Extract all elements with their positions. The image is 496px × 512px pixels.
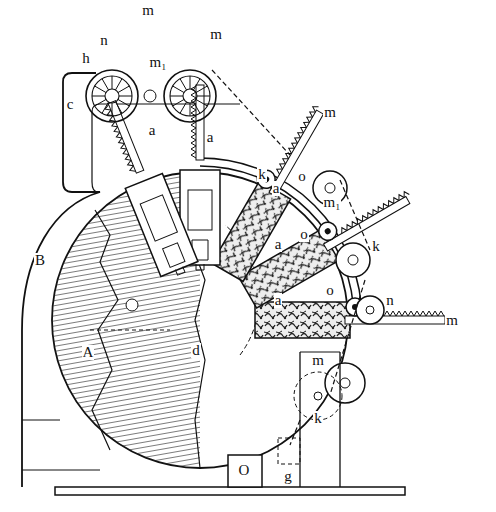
callout-letter: a	[148, 123, 157, 138]
callout-letter: k	[257, 167, 267, 182]
callout-letter: o	[297, 169, 307, 184]
callout-letter: m	[141, 3, 155, 18]
callout-letter: m	[209, 27, 223, 42]
callout-letter: a	[274, 237, 283, 252]
callout-letter: O	[238, 463, 251, 478]
callout-letter: d	[191, 343, 201, 358]
callout-letter: k	[371, 239, 381, 254]
callout-letter: c	[66, 97, 75, 112]
callout-letter: B	[34, 253, 46, 268]
callout-letter: h	[81, 51, 91, 66]
callout-letter: g	[283, 469, 293, 484]
callout-letter: k	[313, 411, 323, 426]
callout-letter: m	[323, 105, 337, 120]
callout-letter: a	[274, 293, 283, 308]
callout-letter: m₁	[149, 55, 168, 70]
callout-letter: o	[325, 283, 335, 298]
callout-letter: n	[385, 293, 395, 308]
callout-letter: m	[311, 353, 325, 368]
callout-letter: a	[206, 130, 215, 145]
callout-letter: n	[99, 33, 109, 48]
callout-letter: a	[272, 181, 281, 196]
callout-letter: m	[445, 313, 459, 328]
callout-letter: m₁	[323, 195, 342, 210]
callout-letter: A	[82, 345, 95, 360]
callout-letter: o	[299, 227, 309, 242]
